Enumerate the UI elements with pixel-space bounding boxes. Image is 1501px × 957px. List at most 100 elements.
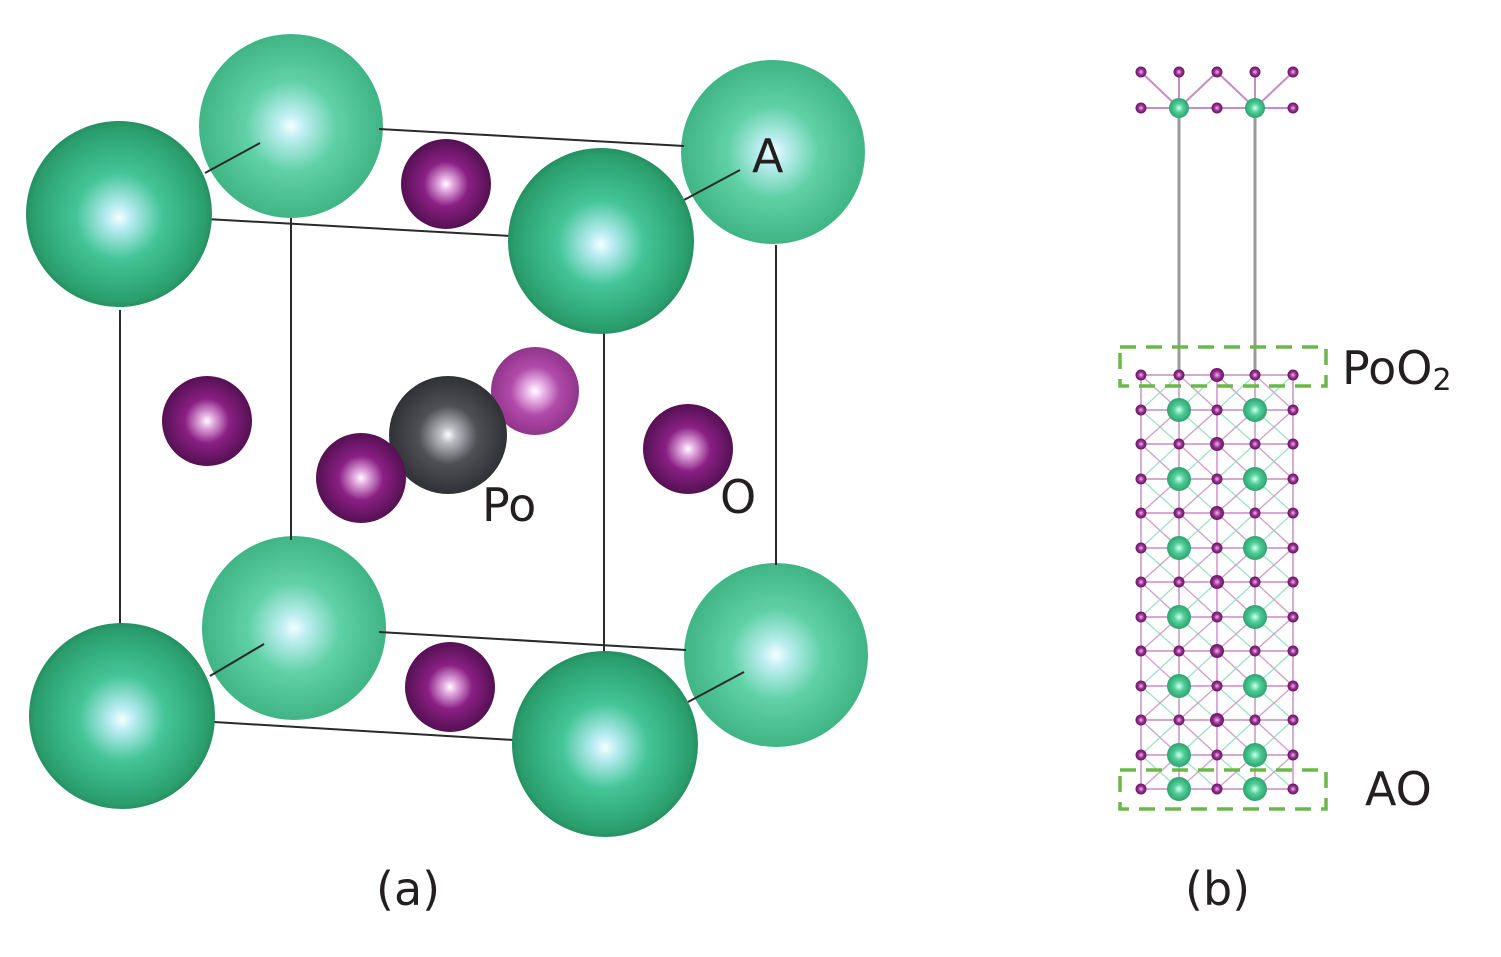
- a-atom-back-top-right: [681, 60, 865, 244]
- slab-o-atom: [1249, 714, 1261, 726]
- slab-a-atom: [1167, 467, 1191, 491]
- slab-bond: [1178, 547, 1218, 583]
- slab-a-atom: [1169, 98, 1189, 118]
- slab-o-atom: [1287, 404, 1299, 416]
- slab-o-atom: [1249, 576, 1261, 588]
- slab-a-atom: [1243, 743, 1267, 767]
- label-top-layer-main: PoO: [1342, 341, 1432, 395]
- slab-o-atom: [1135, 404, 1147, 416]
- slab-o-atom: [1249, 438, 1261, 450]
- slab-o-atom: [1287, 542, 1299, 554]
- slab-a-atom: [1167, 605, 1191, 629]
- slab-o-atom: [1135, 749, 1147, 761]
- slab-bond: [1140, 443, 1180, 480]
- slab-o-atom: [1211, 611, 1223, 623]
- slab-o-atom: [1287, 473, 1299, 485]
- slab-o-atom: [1135, 542, 1147, 554]
- slab-po-atom: [1210, 713, 1224, 727]
- slab-o-atom: [1287, 438, 1299, 450]
- slab-o-atom: [1135, 611, 1147, 623]
- slab-o-atom: [1287, 749, 1299, 761]
- slab-o-atom: [1287, 66, 1299, 78]
- caption-b: (b): [1185, 862, 1250, 916]
- caption-a: (a): [376, 862, 440, 916]
- label-bottom-layer: AO: [1365, 762, 1432, 816]
- label-top-layer-sub: 2: [1432, 363, 1451, 398]
- label-po-site: Po: [482, 478, 536, 532]
- slab-o-atom: [1135, 438, 1147, 450]
- o-atom-right-face: [643, 404, 733, 494]
- o-atom-left-face: [162, 376, 252, 466]
- slab-o-atom: [1173, 66, 1185, 78]
- slab-po-atom: [1210, 368, 1224, 382]
- a-atom-back-bottom-right: [684, 563, 868, 747]
- slab-bond: [1216, 650, 1256, 687]
- slab-bond: [1178, 409, 1218, 445]
- slab-o-atom: [1249, 507, 1261, 519]
- slab-a-atom: [1243, 777, 1267, 801]
- slab-o-atom: [1211, 783, 1223, 795]
- slab-bond: [1178, 478, 1218, 514]
- slab-o-atom: [1135, 369, 1147, 381]
- slab-bond: [1254, 685, 1294, 721]
- slab-bond: [1140, 512, 1180, 549]
- slab-o-atom: [1287, 714, 1299, 726]
- slab-o-atom: [1135, 576, 1147, 588]
- slab-o-atom: [1211, 404, 1223, 416]
- slab-o-atom: [1249, 369, 1261, 381]
- slab-o-atom: [1173, 714, 1185, 726]
- slab-bond: [1178, 616, 1218, 652]
- slab-bond: [1216, 443, 1256, 480]
- slab-o-atom: [1211, 102, 1223, 114]
- o-atom-back-face: [491, 347, 579, 435]
- panel-b-slab: PoO2 AO (b): [1118, 66, 1452, 916]
- slab-o-atom: [1173, 645, 1185, 657]
- slab-bond: [1216, 374, 1256, 411]
- slab-bond: [1254, 409, 1294, 445]
- slab-bond: [1140, 581, 1180, 618]
- slab-a-atom: [1243, 605, 1267, 629]
- slab-o-atom: [1173, 576, 1185, 588]
- a-atom-front-bottom-left: [29, 623, 215, 809]
- slab-o-atom: [1135, 102, 1147, 114]
- slab-a-atom: [1167, 777, 1191, 801]
- slab-a-atom: [1167, 536, 1191, 560]
- slab-po-atom: [1210, 644, 1224, 658]
- a-atom-front-top-left: [26, 121, 212, 307]
- slab-o-atom: [1287, 611, 1299, 623]
- slab-o-atom: [1287, 102, 1299, 114]
- slab-o-atom: [1249, 66, 1261, 78]
- slab-o-atom: [1135, 680, 1147, 692]
- slab-o-atom: [1287, 369, 1299, 381]
- slab-a-atom: [1167, 743, 1191, 767]
- slab-bond: [1216, 581, 1256, 618]
- slab-o-atom: [1135, 507, 1147, 519]
- slab-o-atom: [1173, 438, 1185, 450]
- panel-a-unit-cell: A Po O (a): [26, 34, 868, 916]
- label-oxygen: O: [720, 470, 756, 524]
- slab-o-atom: [1173, 369, 1185, 381]
- slab-o-atom: [1287, 576, 1299, 588]
- slab-po-atom: [1210, 575, 1224, 589]
- slab-o-atom: [1135, 473, 1147, 485]
- o-atom-top-face: [401, 139, 491, 229]
- slab-o-atom: [1249, 645, 1261, 657]
- a-atom-back-bottom-left: [202, 536, 386, 720]
- slab-po-atom: [1210, 437, 1224, 451]
- slab-bond: [1254, 478, 1294, 514]
- slab-o-atom: [1211, 542, 1223, 554]
- label-top-layer: PoO2: [1342, 341, 1452, 398]
- slab-o-atom: [1211, 473, 1223, 485]
- po-atom-center: [389, 376, 507, 494]
- slab-a-atom: [1243, 674, 1267, 698]
- slab-bond: [1140, 719, 1180, 756]
- slab-a-atom: [1245, 98, 1265, 118]
- slab-o-atom: [1135, 783, 1147, 795]
- label-a-site: A: [752, 129, 784, 183]
- slab-o-atom: [1287, 507, 1299, 519]
- o-atom-front-face: [316, 433, 406, 523]
- cell-edges: [119, 128, 777, 741]
- slab-po-atom: [1210, 506, 1224, 520]
- slab-bond: [1254, 616, 1294, 652]
